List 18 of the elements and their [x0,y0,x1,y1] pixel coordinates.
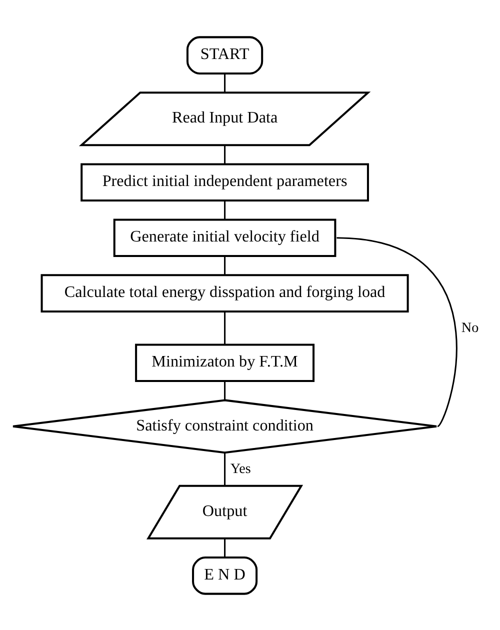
node-box: Calculate total energy disspation and forging load [40,274,408,312]
connector [224,380,226,400]
connector [336,236,457,426]
edge-label: Yes [230,460,250,477]
connector [224,311,226,344]
connector [224,256,226,275]
node-box: E N D [192,556,258,594]
node-box: Predict initial independent parameters [80,162,368,202]
node-diamond: Satisfy constraint condition [12,398,438,454]
connector [224,73,226,92]
node-box: Minimizaton by F.T.M [134,343,314,382]
edge-label: No [460,319,478,336]
node-box: Generate initial velocity field [112,218,336,257]
connector [224,144,226,164]
node-box: START [186,36,263,74]
connector [224,452,226,486]
connector [224,538,226,557]
connector [224,200,226,220]
